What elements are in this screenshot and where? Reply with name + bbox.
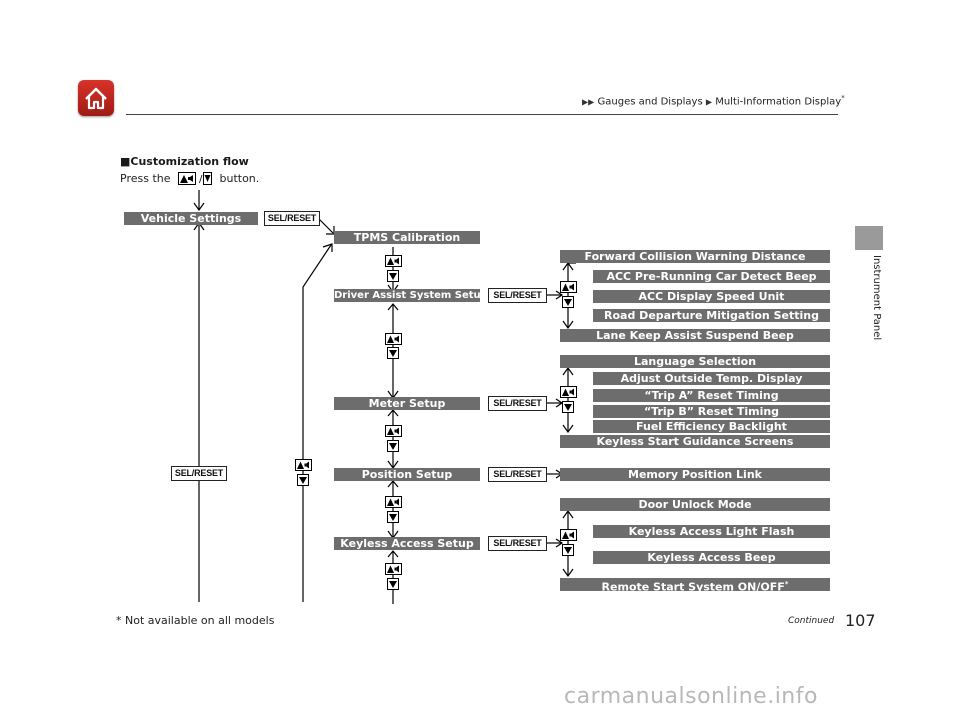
item-memory-position-link[interactable]: Memory Position Link <box>560 468 830 481</box>
page-number: 107 <box>845 611 876 630</box>
sel-reset-button[interactable]: SEL/RESET <box>264 211 320 226</box>
down-arrow-icon <box>387 440 399 452</box>
item-remote-start-label: Remote Start System ON/OFF <box>601 580 785 591</box>
down-arrow-icon <box>297 474 309 486</box>
item-fuel-efficiency-backlight[interactable]: Fuel Efficiency Backlight <box>593 420 830 433</box>
volume-up-icon <box>295 459 312 471</box>
menu-keyless-access-setup[interactable]: Keyless Access Setup <box>334 537 480 550</box>
menu-vehicle-settings[interactable]: Vehicle Settings <box>124 212 258 225</box>
header-divider <box>126 114 838 115</box>
menu-position-setup[interactable]: Position Setup <box>334 468 480 481</box>
item-acc-display-speed-unit[interactable]: ACC Display Speed Unit <box>593 290 830 303</box>
volume-up-icon <box>385 333 402 345</box>
breadcrumb-item[interactable]: Gauges and Displays <box>597 96 703 108</box>
menu-meter-setup[interactable]: Meter Setup <box>334 397 480 410</box>
volume-up-icon <box>560 281 577 293</box>
breadcrumb-triangle-icon: ▶ <box>705 97 713 107</box>
down-arrow-icon <box>387 511 399 523</box>
item-forward-collision-warning-distance[interactable]: Forward Collision Warning Distance <box>560 250 830 263</box>
sel-reset-button[interactable]: SEL/RESET <box>488 467 547 482</box>
section-title: ■Customization flow <box>120 155 249 168</box>
sel-reset-button[interactable]: SEL/RESET <box>488 396 547 411</box>
item-language-selection[interactable]: Language Selection <box>560 355 830 368</box>
sel-reset-button[interactable]: SEL/RESET <box>488 536 547 551</box>
item-remote-start-system[interactable]: Remote Start System ON/OFF* <box>560 578 830 591</box>
breadcrumb: ▶▶ Gauges and Displays ▶ Multi-Informati… <box>582 94 845 107</box>
breadcrumb-triangle-icon: ▶▶ <box>582 97 595 107</box>
instruction-text: Press the / button. <box>120 172 259 186</box>
menu-tpms-calibration[interactable]: TPMS Calibration <box>334 231 480 244</box>
item-trip-a-reset-timing[interactable]: “Trip A” Reset Timing <box>593 389 830 402</box>
down-arrow-icon <box>562 544 574 556</box>
item-acc-pre-running-car-detect-beep[interactable]: ACC Pre-Running Car Detect Beep <box>593 270 830 283</box>
breadcrumb-item[interactable]: Multi-Information Display <box>715 96 842 108</box>
instruction-post: button. <box>219 172 260 185</box>
item-trip-b-reset-timing[interactable]: “Trip B” Reset Timing <box>593 405 830 418</box>
item-keyless-start-guidance-screens[interactable]: Keyless Start Guidance Screens <box>560 435 830 448</box>
home-button[interactable] <box>78 80 114 116</box>
footnote-mark: * <box>784 580 789 588</box>
down-arrow-icon <box>562 401 574 413</box>
svg-text:/: / <box>199 174 203 185</box>
volume-up-icon <box>560 529 577 541</box>
side-tab-marker[interactable] <box>855 226 883 250</box>
menu-driver-assist-setup[interactable]: Driver Assist System Setup <box>334 289 480 302</box>
home-icon <box>85 87 107 110</box>
instruction-pre: Press the <box>120 172 171 185</box>
volume-up-icon <box>385 425 402 437</box>
sel-reset-button[interactable]: SEL/RESET <box>488 288 547 303</box>
watermark: carmanualsonline.info <box>564 684 818 709</box>
down-arrow-icon <box>387 578 399 590</box>
item-road-departure-mitigation[interactable]: Road Departure Mitigation Setting <box>593 309 830 322</box>
volume-up-icon <box>560 386 577 398</box>
item-keyless-access-light-flash[interactable]: Keyless Access Light Flash <box>593 525 830 538</box>
item-adjust-outside-temp-display[interactable]: Adjust Outside Temp. Display <box>593 372 830 385</box>
footnote-mark: * <box>841 94 845 102</box>
volume-up-icon <box>385 496 402 508</box>
item-door-unlock-mode[interactable]: Door Unlock Mode <box>560 498 830 511</box>
down-arrow-icon <box>387 347 399 359</box>
item-keyless-access-beep[interactable]: Keyless Access Beep <box>593 551 830 564</box>
volume-up-icon <box>385 255 402 267</box>
continued-label: Continued <box>788 616 835 626</box>
sel-reset-button[interactable]: SEL/RESET <box>171 466 227 481</box>
volume-up-icon <box>385 563 402 575</box>
footnote: * Not available on all models <box>116 614 275 627</box>
down-arrow-icon <box>387 270 399 282</box>
down-arrow-icon <box>562 296 574 308</box>
scroll-button-icons: / <box>178 172 212 186</box>
item-lane-keep-assist-suspend-beep[interactable]: Lane Keep Assist Suspend Beep <box>560 329 830 342</box>
